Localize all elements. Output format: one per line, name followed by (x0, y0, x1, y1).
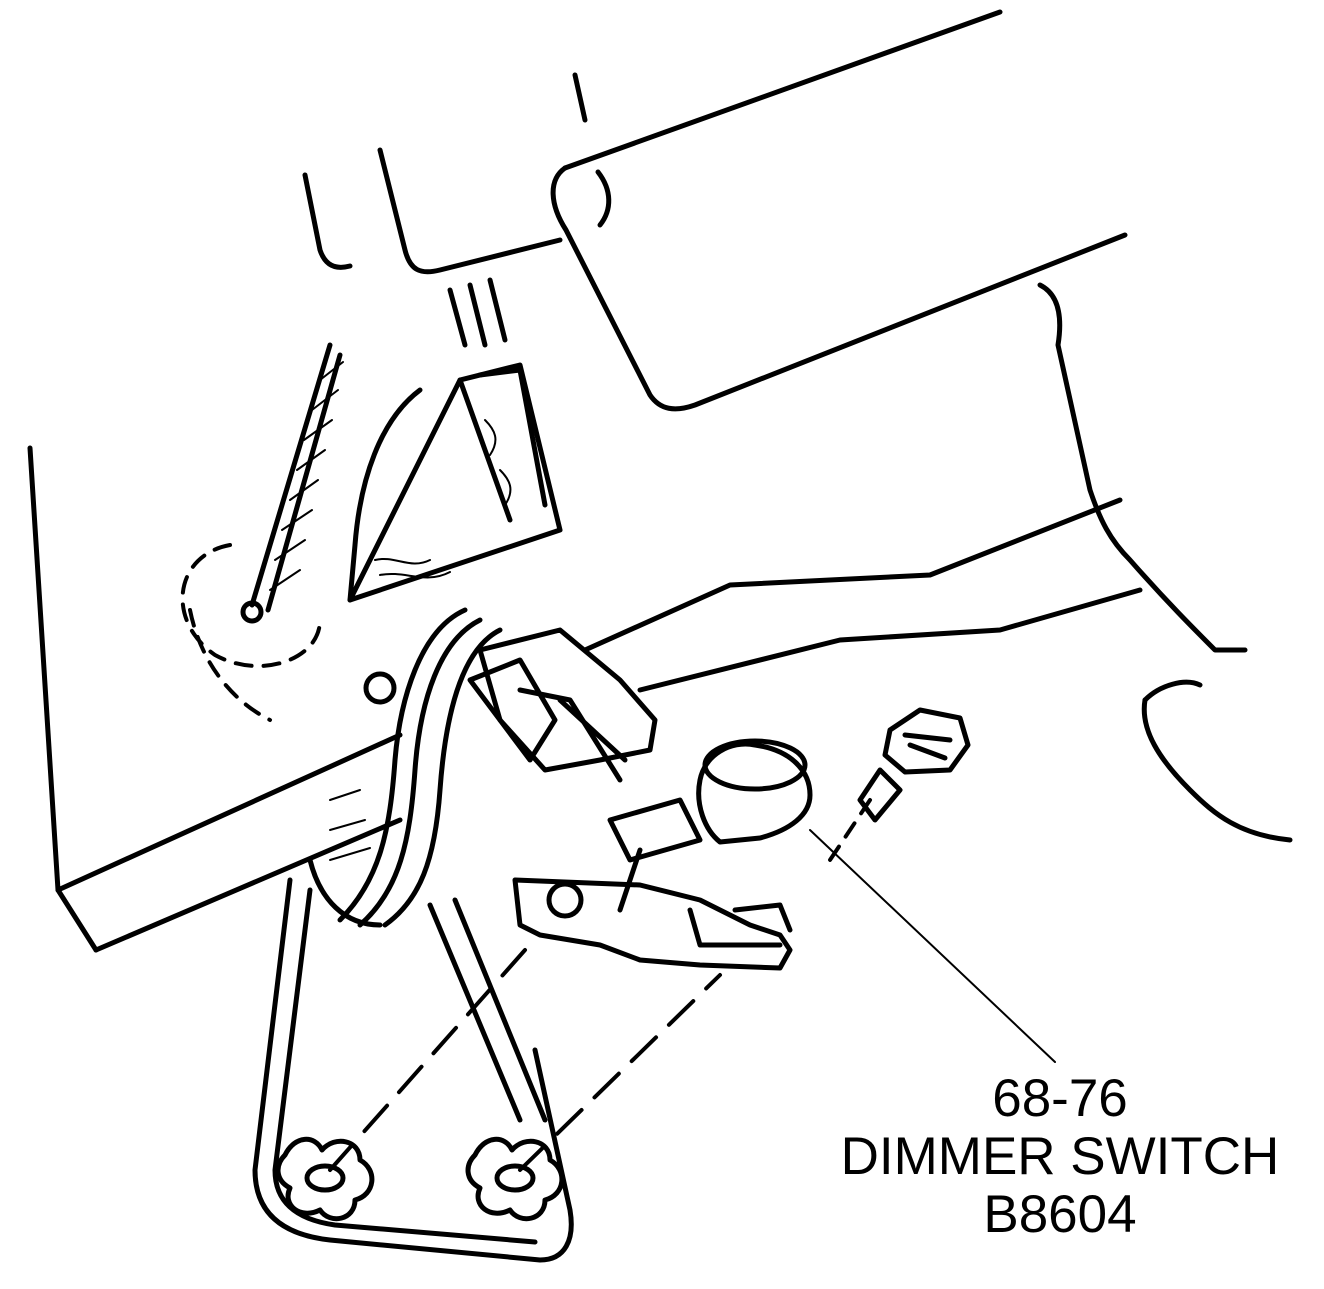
mounting-bolt (828, 707, 971, 862)
part-callout: 68-76 DIMMER SWITCH B8604 (800, 1070, 1320, 1244)
connector-block (467, 627, 658, 783)
weld-nut-left (275, 1136, 375, 1222)
pedal-bracket (252, 877, 574, 1263)
assembly-guide-lines (328, 948, 722, 1172)
callout-part-number: B8604 (983, 1185, 1137, 1244)
dimmer-switch (512, 738, 813, 971)
lower-brace (27, 445, 403, 953)
dashed-mount-circle (180, 342, 344, 722)
callout-years: 68-76 (992, 1069, 1128, 1128)
firewall-bracket (582, 282, 1293, 843)
callout-leader-line (809, 829, 1056, 1063)
weld-nut-right (465, 1136, 565, 1222)
dashboard-panel (302, 9, 1128, 412)
vent-grille (347, 277, 563, 603)
callout-part-name: DIMMER SWITCH (840, 1127, 1280, 1186)
wiring-harness (307, 607, 503, 928)
